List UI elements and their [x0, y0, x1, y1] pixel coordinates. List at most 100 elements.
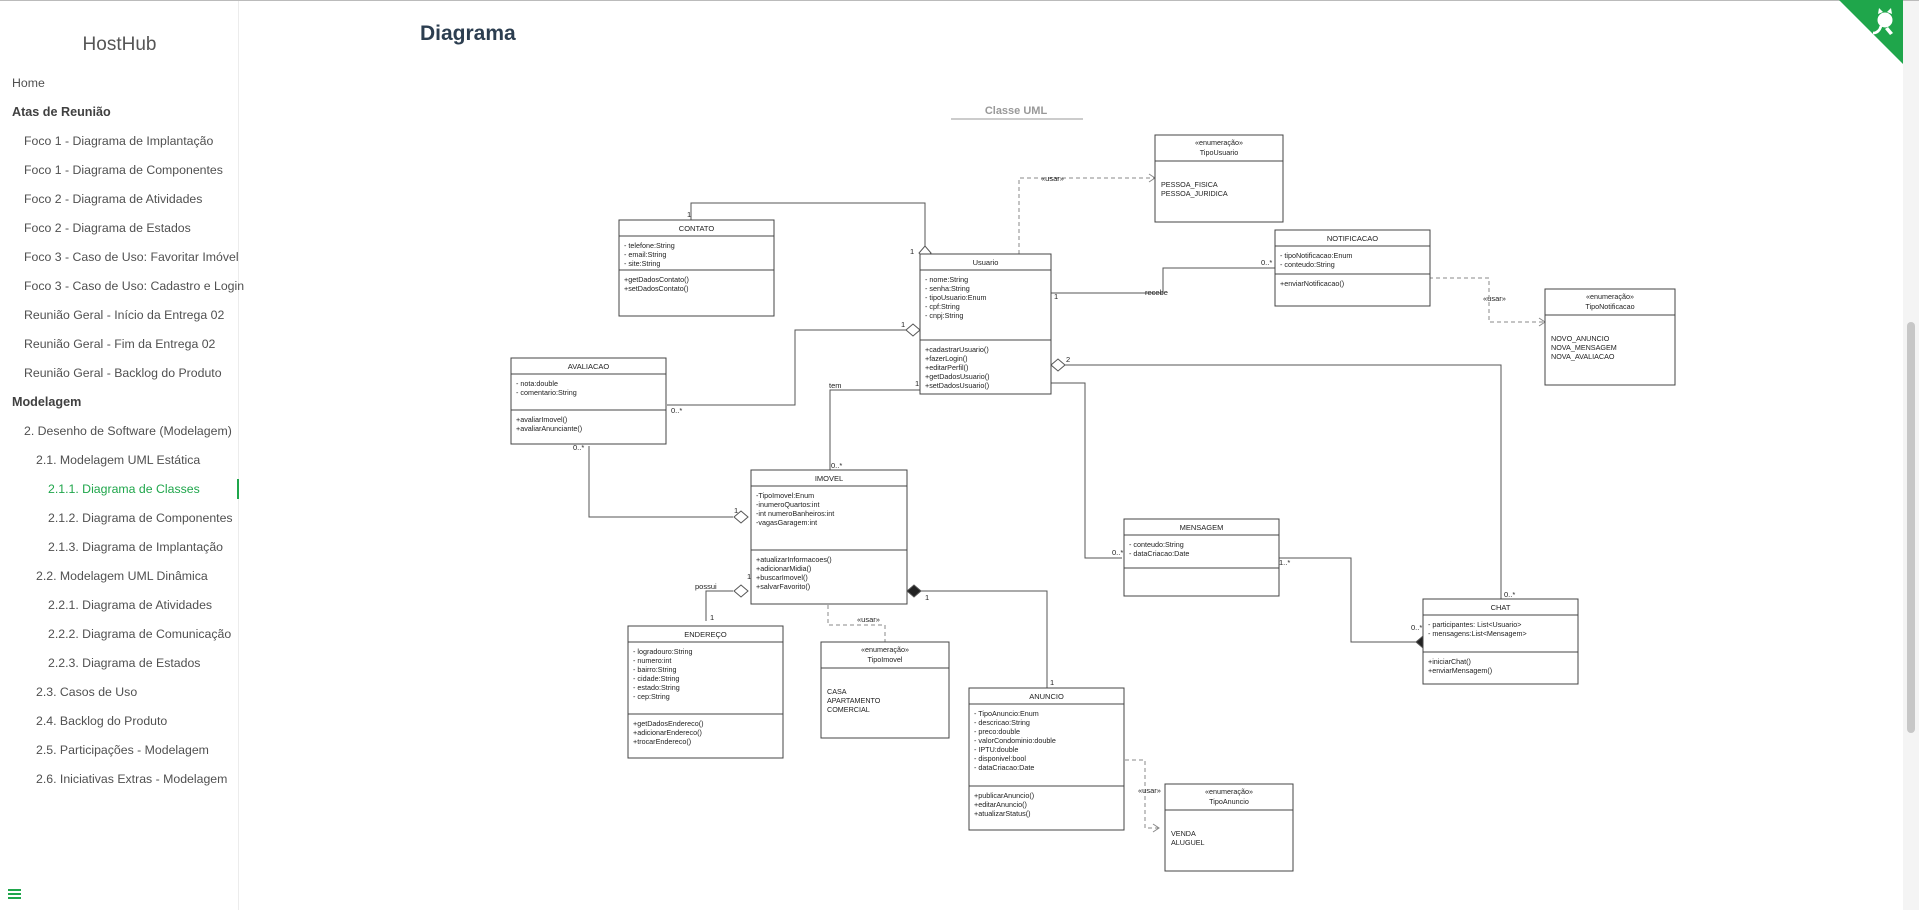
relation-usuario-tipousuario	[1018, 177, 1155, 254]
nav-item[interactable]: 2.2.3. Diagrama de Estados	[48, 656, 201, 670]
dependency-arrow	[1152, 823, 1160, 833]
nav-item[interactable]: 2.1.2. Diagrama de Componentes	[48, 511, 233, 525]
composition-diamond	[906, 584, 922, 598]
uml-class-attribute: - logradouro:String	[633, 647, 693, 656]
nav-item[interactable]: 2.6. Iniciativas Extras - Modelagem	[36, 772, 228, 786]
uml-class-box	[1274, 229, 1431, 307]
uml-class-attribute: - preco:double	[974, 727, 1020, 736]
uml-class-box	[919, 253, 1052, 395]
uml-class-attribute: - comentario:String	[516, 388, 577, 397]
relation-anuncio-tipoanuncio	[1125, 759, 1159, 829]
nav-item[interactable]: Foco 2 - Diagrama de Estados	[24, 221, 191, 235]
nav-item[interactable]: 2.2. Modelagem UML Dinâmica	[36, 569, 208, 583]
uml-class-name: MENSAGEM	[1180, 523, 1224, 532]
uml-enum-tiponotificacao: «enumeração»TipoNotificacaoNOVO_ANUNCION…	[1544, 288, 1676, 386]
uml-class-usuario: Usuario- nome:String- senha:String- tipo…	[919, 253, 1052, 395]
nav-item[interactable]: 2.1.1. Diagrama de Classes	[0, 478, 239, 507]
uml-class-method: +cadastrarUsuario()	[925, 345, 989, 354]
uml-diagram-canvas: Classe UMLrecebetempossui«usar»«usar»«us…	[510, 105, 1676, 872]
uml-class-name: ANUNCIO	[1029, 692, 1064, 701]
relation-avaliacao-imovel	[588, 446, 733, 518]
nav-item[interactable]: 2.2.1. Diagrama de Atividades	[48, 598, 213, 612]
uml-class-attribute: - tipoUsuario:Enum	[925, 293, 987, 302]
uml-class-attribute: - TipoAnuncio:Enum	[974, 709, 1039, 718]
uml-class-name: NOTIFICACAO	[1327, 234, 1378, 243]
uml-enum-tipousuario: «enumeração»TipoUsuarioPESSOA_FISICAPESS…	[1154, 134, 1284, 223]
uml-class-attribute: - dataCriacao:Date	[1129, 549, 1189, 558]
github-octocat-icon[interactable]	[1839, 0, 1903, 64]
uml-enum-box	[820, 641, 950, 739]
uml-class-name: AVALIACAO	[568, 362, 610, 371]
brand-title[interactable]: HostHub	[82, 34, 157, 55]
relation-multiplicity: 0..*	[1261, 258, 1272, 267]
nav-item[interactable]: Foco 1 - Diagrama de Componentes	[24, 163, 223, 177]
relation-contato-usuario	[690, 202, 926, 246]
relation-multiplicity: 1..*	[1279, 558, 1290, 567]
uml-class-attribute: - mensagens:List<Mensagem>	[1428, 629, 1527, 638]
uml-class-method: +fazerLogin()	[925, 354, 968, 363]
page-scrollbar[interactable]	[1903, 1, 1919, 910]
nav-item[interactable]: 2.1.3. Diagrama de Implantação	[48, 540, 223, 554]
page-title: Diagrama	[420, 22, 516, 45]
relation-multiplicity: 2	[1066, 355, 1070, 364]
uml-class-method: +adicionarMidia()	[756, 564, 811, 573]
relation-multiplicity: 1	[910, 247, 914, 256]
uml-class-attribute: - IPTU:double	[974, 745, 1018, 754]
uml-class-method: +avaliarAnunciante()	[516, 424, 582, 433]
uml-enum-name: TipoNotificacao	[1585, 302, 1634, 311]
uml-class-attribute: - email:String	[624, 250, 666, 259]
uml-class-notificacao: NOTIFICACAO- tipoNotificacao:Enum- conte…	[1274, 229, 1431, 307]
uml-enum-value: NOVO_ANUNCIO	[1551, 334, 1610, 343]
uml-enum-name: TipoUsuario	[1200, 148, 1238, 157]
nav-item[interactable]: 2.1. Modelagem UML Estática	[36, 453, 201, 467]
nav-item[interactable]: Reunião Geral - Início da Entrega 02	[24, 308, 225, 322]
nav-item[interactable]: 2.5. Participações - Modelagem	[36, 743, 209, 757]
relation-multiplicity: 1	[915, 379, 919, 388]
uml-enum-box	[1544, 288, 1676, 386]
uml-class-attribute: - participantes: List<Usuario>	[1428, 620, 1521, 629]
uml-class-method: +editarPerfil()	[925, 363, 968, 372]
nav-caption: Modelagem	[12, 395, 82, 409]
uml-enum-tipoimovel: «enumeração»TipoImovelCASAAPARTAMENTOCOM…	[820, 641, 950, 739]
relation-imovel-endereco	[705, 590, 733, 621]
hamburger-menu-icon[interactable]	[8, 889, 21, 900]
uml-enum-name: TipoAnuncio	[1209, 797, 1249, 806]
relation-usuario-imovel	[829, 389, 920, 470]
uml-class-attribute: -vagasGaragem:int	[756, 518, 817, 527]
uml-class-endereco: ENDEREÇO- logradouro:String- numero:int-…	[627, 625, 784, 759]
uml-class-method: +adicionarEndereco()	[633, 728, 702, 737]
nav-item[interactable]: 2. Desenho de Software (Modelagem)	[24, 424, 232, 438]
relation-usuario-mensagem	[1051, 382, 1122, 559]
relation-multiplicity: 1	[734, 506, 738, 515]
uml-class-attribute: - estado:String	[633, 683, 680, 692]
nav-item[interactable]: 2.2.2. Diagrama de Comunicação	[48, 627, 232, 641]
nav-item[interactable]: Foco 2 - Diagrama de Atividades	[24, 192, 203, 206]
uml-class-attribute: - cep:String	[633, 692, 670, 701]
nav-item[interactable]: Reunião Geral - Backlog do Produto	[24, 366, 222, 380]
nav-item[interactable]: Foco 3 - Caso de Uso: Cadastro e Login	[24, 279, 245, 293]
nav-item[interactable]: Foco 3 - Caso de Uso: Favoritar Imóvel	[24, 250, 239, 264]
relation-multiplicity: 1	[1050, 678, 1054, 687]
uml-enum-stereotype: «enumeração»	[1195, 138, 1243, 147]
uml-class-anuncio: ANUNCIO- TipoAnuncio:Enum- descricao:Str…	[968, 687, 1125, 831]
relation-label: tem	[829, 381, 842, 390]
nav-item[interactable]: 2.3. Casos de Uso	[36, 685, 138, 699]
uml-class-method: +enviarMensagem()	[1428, 666, 1492, 675]
nav-item[interactable]: Reunião Geral - Fim da Entrega 02	[24, 337, 216, 351]
uml-class-attribute: - valorCondominio:double	[974, 736, 1056, 745]
nav-item[interactable]: Foco 1 - Diagrama de Implantação	[24, 134, 214, 148]
nav-item[interactable]: 2.4. Backlog do Produto	[36, 714, 168, 728]
uml-class-method: +editarAnuncio()	[974, 800, 1027, 809]
uml-class-box	[968, 687, 1125, 831]
nav-item[interactable]: Home	[12, 76, 45, 90]
uml-class-box	[618, 219, 775, 317]
uml-class-box	[627, 625, 784, 759]
scrollbar-thumb[interactable]	[1907, 322, 1915, 733]
uml-enum-stereotype: «enumeração»	[861, 645, 909, 654]
uml-class-attribute: -TipoImovel:Enum	[756, 491, 814, 500]
relation-label: «usar»	[857, 615, 880, 624]
aggregation-diamond	[1050, 358, 1066, 372]
relation-multiplicity: 1	[747, 572, 751, 581]
uml-class-mensagem: MENSAGEM- conteudo:String- dataCriacao:D…	[1123, 518, 1280, 597]
